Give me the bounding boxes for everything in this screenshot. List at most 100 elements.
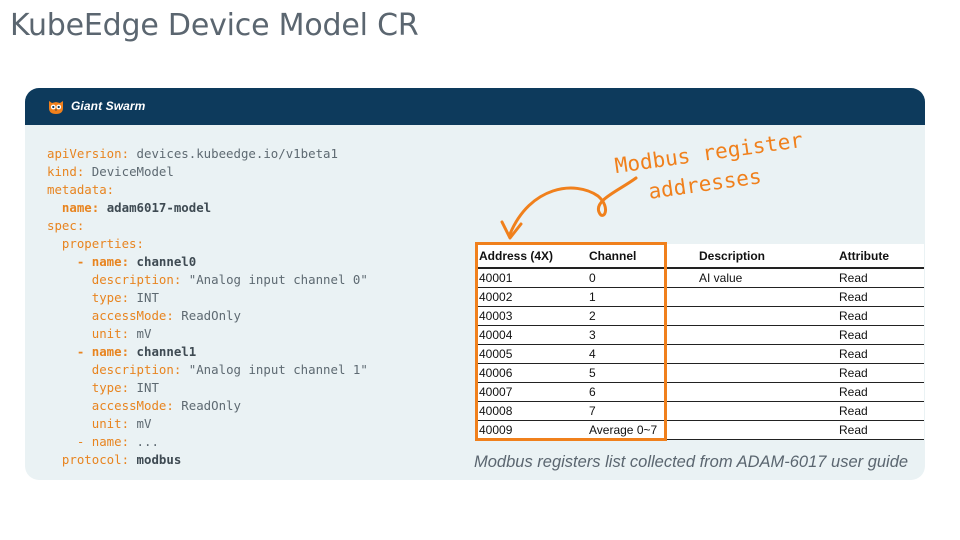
code-line: - name: channel1 (47, 343, 368, 361)
code-line: metadata: (47, 181, 368, 199)
cell-channel: 7 (577, 401, 671, 421)
cell-attribute: Read (827, 401, 924, 421)
yaml-value: modbus (136, 452, 182, 467)
yaml-key: protocol: (61, 452, 130, 467)
slide-title: KubeEdge Device Model CR (10, 8, 419, 43)
cell-description (671, 344, 827, 364)
yaml-value: ... (136, 434, 159, 449)
yaml-value: devices.kubeedge.io/v1beta1 (136, 146, 338, 161)
yaml-key: accessMode: (91, 398, 174, 413)
cell-address: 40002 (476, 287, 577, 307)
yaml-key: unit: (91, 326, 130, 341)
cell-address: 40003 (476, 306, 577, 326)
code-line: protocol: modbus (47, 451, 368, 469)
code-line: description: "Analog input channel 0" (47, 271, 368, 289)
cell-attribute: Read (827, 287, 924, 307)
cell-address: 40008 (476, 401, 577, 421)
cell-attribute: Read (827, 363, 924, 383)
logo-text: Giant Swarm (71, 99, 146, 113)
cell-description (671, 287, 827, 307)
column-header-description: Description (671, 244, 827, 269)
cell-channel: 1 (577, 287, 671, 307)
cell-attribute: Read (827, 268, 924, 288)
column-header-address: Address (4X) (476, 244, 577, 269)
cell-attribute: Read (827, 420, 924, 440)
cell-attribute: Read (827, 325, 924, 345)
yaml-value: "Analog input channel 0" (188, 272, 368, 287)
yaml-key: apiVersion: (47, 146, 130, 161)
yaml-key: - name: (76, 344, 130, 359)
code-line: type: INT (47, 379, 368, 397)
cell-channel: 6 (577, 382, 671, 402)
column-header-attribute: Attribute (827, 244, 924, 269)
cell-address: 40007 (476, 382, 577, 402)
yaml-key: kind: (47, 164, 85, 179)
code-line: - name: ... (47, 433, 368, 451)
cell-description (671, 382, 827, 402)
yaml-key: description: (91, 272, 182, 287)
yaml-key: type: (91, 290, 130, 305)
cell-address: 40001 (476, 268, 577, 288)
yaml-value: INT (136, 290, 159, 305)
cell-channel: 0 (577, 268, 671, 288)
code-line: apiVersion: devices.kubeedge.io/v1beta1 (47, 145, 368, 163)
column-header-channel: Channel (577, 244, 671, 269)
yaml-key: unit: (91, 416, 130, 431)
yaml-value: ReadOnly (181, 398, 241, 413)
cell-attribute: Read (827, 306, 924, 326)
code-line: kind: DeviceModel (47, 163, 368, 181)
yaml-key: name: (61, 200, 100, 215)
code-line: accessMode: ReadOnly (47, 397, 368, 415)
yaml-value: channel1 (136, 344, 197, 359)
cell-attribute: Read (827, 344, 924, 364)
yaml-key: properties: (61, 236, 144, 251)
yaml-code-block: apiVersion: devices.kubeedge.io/v1beta1 … (47, 145, 368, 469)
cell-channel: 5 (577, 363, 671, 383)
yaml-value: "Analog input channel 1" (188, 362, 368, 377)
yaml-value: mV (136, 326, 152, 341)
code-line: unit: mV (47, 325, 368, 343)
code-line: - name: channel0 (47, 253, 368, 271)
yaml-key: description: (91, 362, 182, 377)
yaml-value: DeviceModel (91, 164, 174, 179)
modbus-register-table: Address (4X) Channel Description Attribu… (476, 244, 924, 440)
yaml-value: channel0 (136, 254, 197, 269)
table-header-row: Address (4X) Channel Description Attribu… (476, 244, 924, 269)
yaml-key: - name: (76, 434, 130, 449)
cell-description (671, 306, 827, 326)
owl-logo-icon (49, 101, 63, 114)
table-caption: Modbus registers list collected from ADA… (474, 453, 909, 471)
cell-channel: 3 (577, 325, 671, 345)
code-line: accessMode: ReadOnly (47, 307, 368, 325)
code-line: name: adam6017-model (47, 199, 368, 217)
cell-attribute: Read (827, 382, 924, 402)
yaml-key: type: (91, 380, 130, 395)
yaml-key: metadata: (47, 182, 115, 197)
cell-channel: 2 (577, 306, 671, 326)
cell-description: AI value (671, 268, 827, 288)
card-header: Giant Swarm (25, 88, 925, 125)
yaml-key: - name: (76, 254, 130, 269)
code-line: properties: (47, 235, 368, 253)
cell-address: 40009 (476, 420, 577, 440)
cell-address: 40006 (476, 363, 577, 383)
code-line: spec: (47, 217, 368, 235)
cell-description (671, 401, 827, 421)
cell-description (671, 325, 827, 345)
yaml-value: mV (136, 416, 152, 431)
yaml-value: ReadOnly (181, 308, 241, 323)
code-line: unit: mV (47, 415, 368, 433)
cell-description (671, 363, 827, 383)
cell-channel: 4 (577, 344, 671, 364)
cell-address: 40004 (476, 325, 577, 345)
